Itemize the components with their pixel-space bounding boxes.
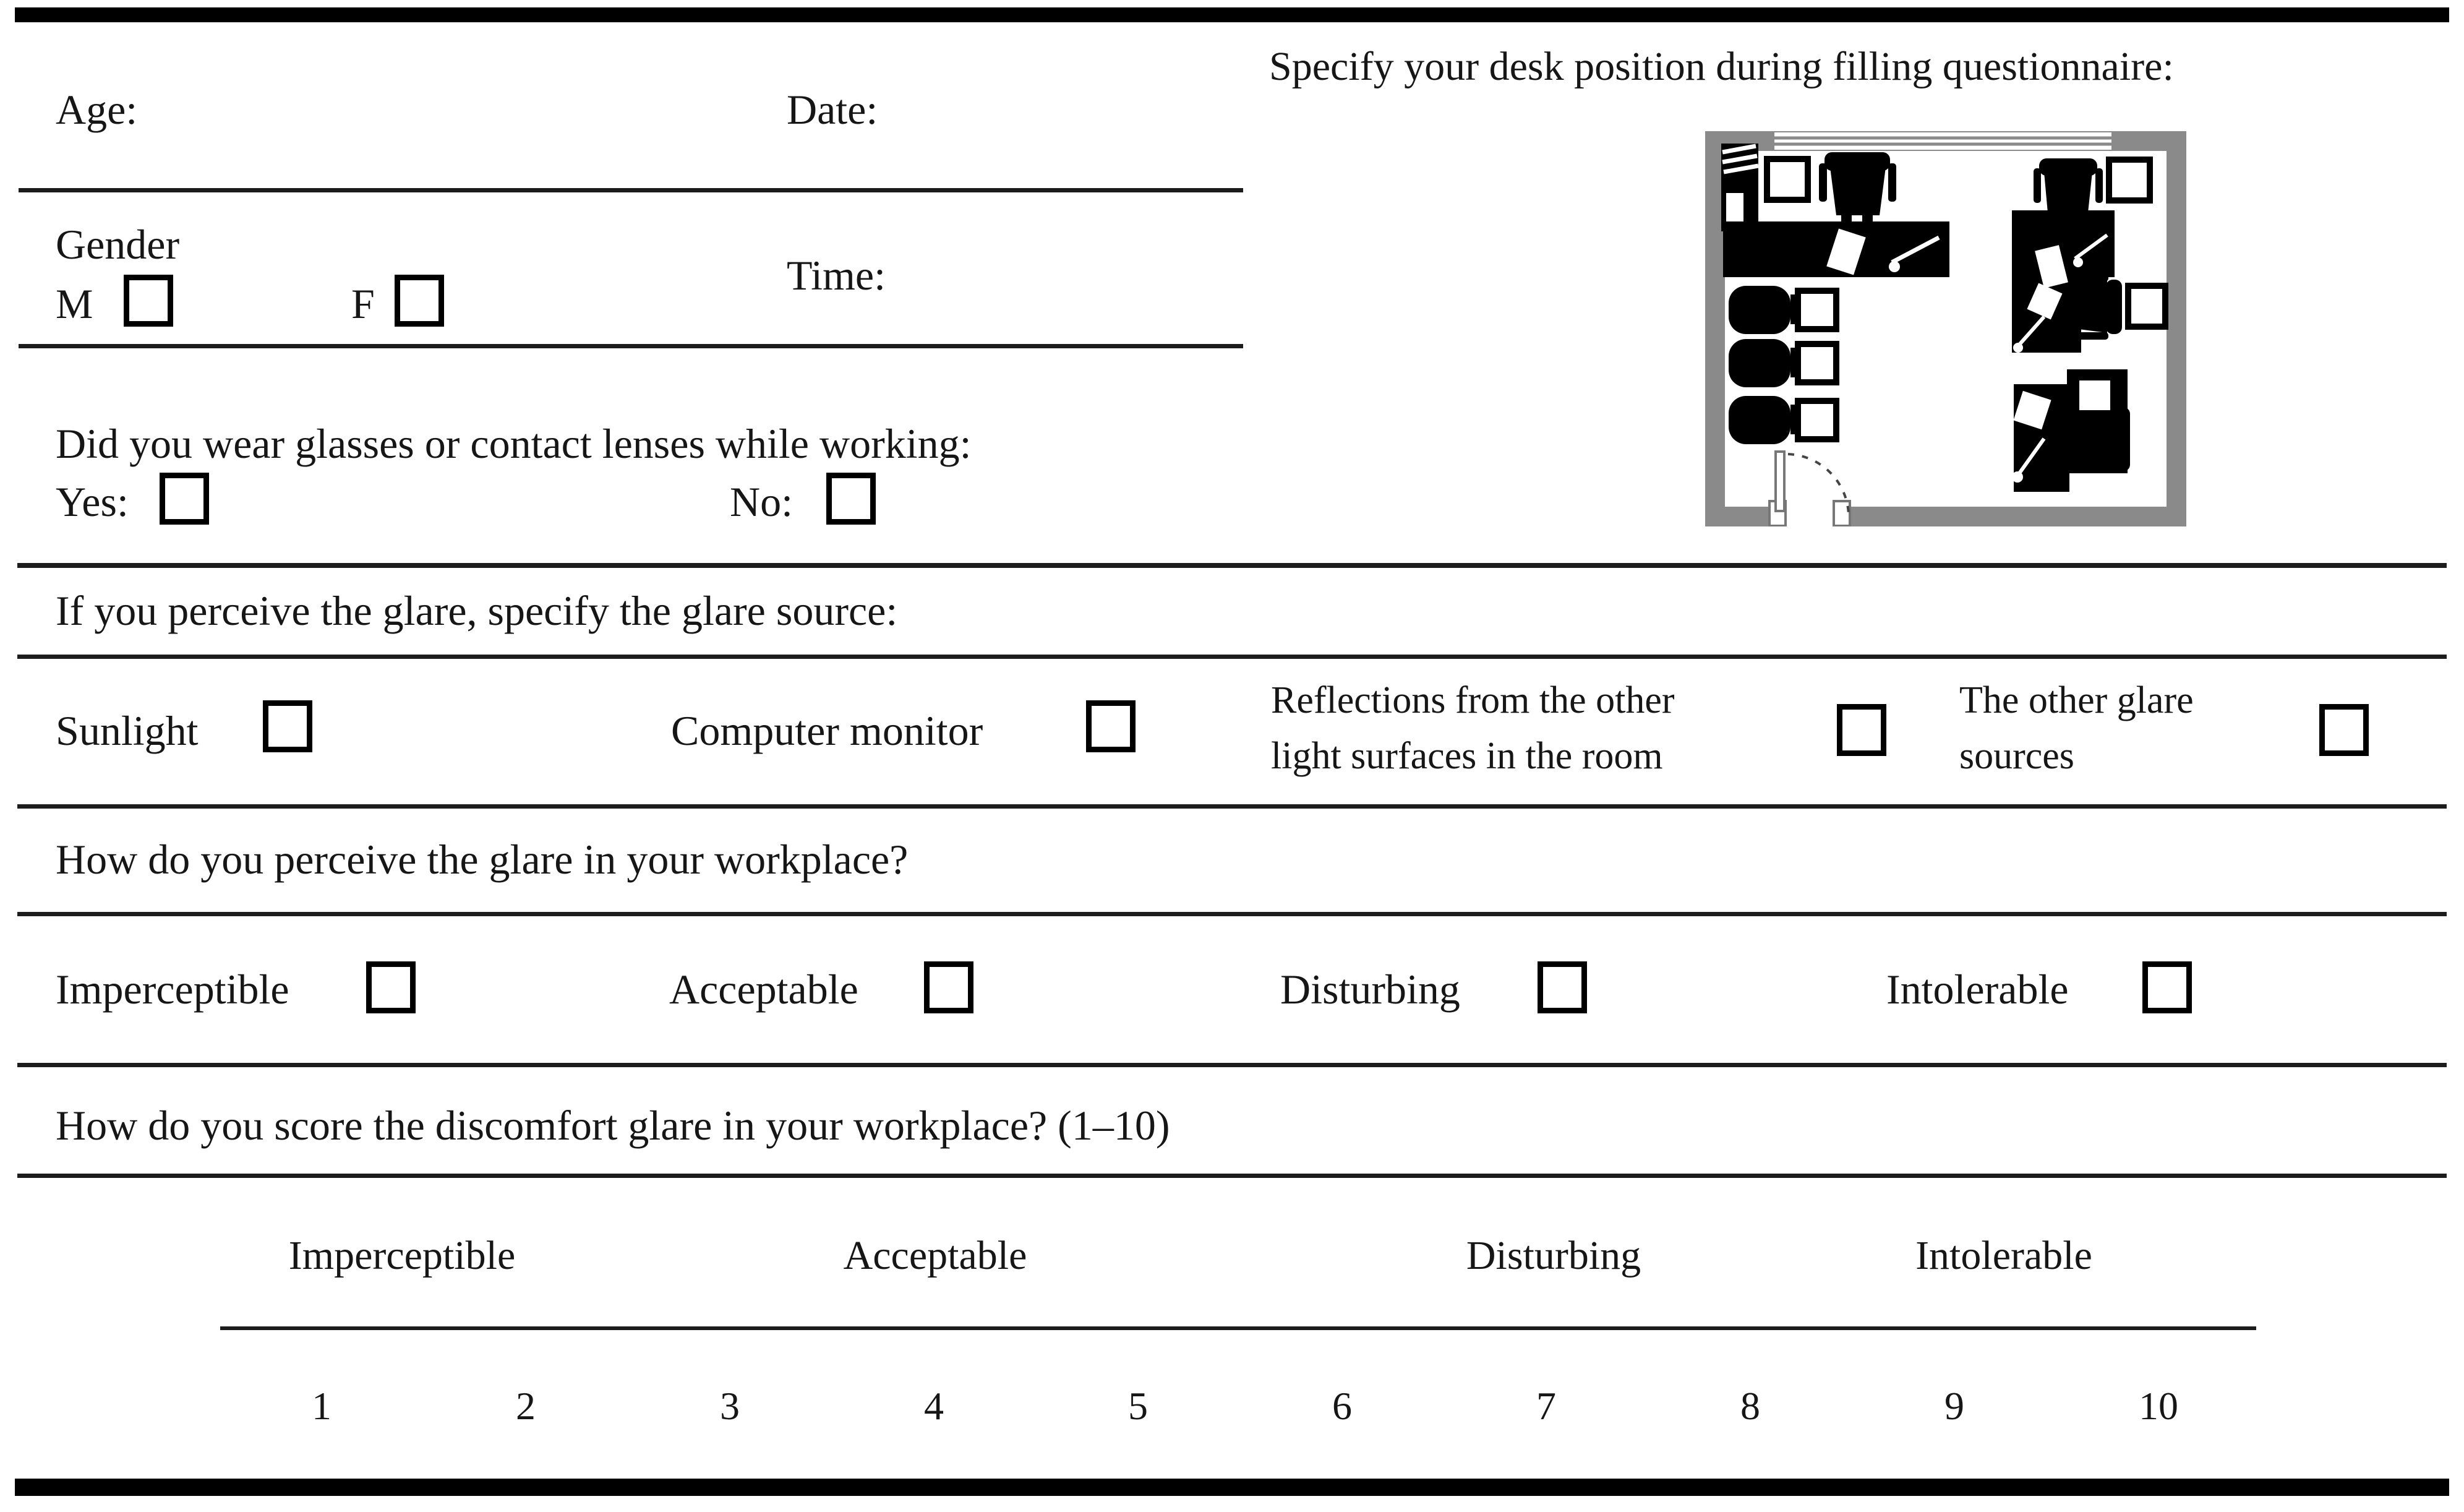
divider-age-row	[19, 188, 1243, 192]
option-disturbing-label: Disturbing	[1280, 966, 1460, 1013]
scale-number-8[interactable]: 8	[1740, 1384, 1760, 1428]
plan-chair-middleright	[2071, 274, 2122, 340]
age-label: Age:	[56, 86, 138, 133]
gender-male-label: M	[56, 280, 93, 327]
plan-cabinet	[1721, 144, 1759, 231]
scale-label-imperceptible: Imperceptible	[288, 1233, 516, 1278]
scale-number-2[interactable]: 2	[516, 1384, 536, 1428]
option-acceptable-label: Acceptable	[669, 966, 858, 1013]
plan-desk-topleft	[1723, 221, 1949, 277]
checkbox-imperceptible[interactable]	[366, 961, 416, 1013]
option-intolerable-label: Intolerable	[1886, 966, 2069, 1013]
gender-label: Gender	[56, 221, 180, 268]
plan-window	[1774, 132, 2111, 150]
plan-checkbox-2[interactable]	[2106, 157, 2153, 204]
checkbox-glasses-yes[interactable]	[160, 473, 209, 525]
scale-number-1[interactable]: 1	[312, 1384, 332, 1428]
glare-score-question: How do you score the discomfort glare in…	[56, 1102, 1170, 1149]
option-reflections-line1: Reflections from the other	[1271, 679, 1675, 721]
scale-label-disturbing: Disturbing	[1466, 1233, 1641, 1278]
divider-perceive-question	[17, 912, 2447, 916]
divider-perceive-options	[17, 1063, 2447, 1067]
checkbox-intolerable[interactable]	[2142, 961, 2192, 1013]
divider-gender-row	[19, 344, 1243, 348]
option-other-sources-line1: The other glare	[1959, 679, 2194, 721]
divider-top-section	[17, 563, 2447, 568]
divider-score-question	[17, 1174, 2447, 1178]
glare-source-question: If you perceive the glare, specify the g…	[56, 587, 898, 634]
plan-chairs-left	[1729, 286, 1797, 444]
checkbox-gender-male[interactable]	[124, 275, 173, 327]
checkbox-sunlight[interactable]	[263, 700, 312, 752]
scale-number-9[interactable]: 9	[1944, 1384, 1964, 1428]
top-border	[15, 7, 2449, 22]
checkbox-acceptable[interactable]	[924, 961, 973, 1013]
checkbox-reflections[interactable]	[1837, 704, 1886, 756]
divider-glare-source-question	[17, 655, 2447, 659]
plan-checkbox-3[interactable]	[2125, 283, 2168, 330]
checkbox-computer-monitor[interactable]	[1086, 700, 1136, 752]
gender-female-label: F	[351, 280, 375, 327]
option-other-sources-line2: sources	[1959, 734, 2074, 777]
scale-number-4[interactable]: 4	[924, 1384, 944, 1428]
option-reflections-line2: light surfaces in the room	[1271, 734, 1663, 777]
option-computer-monitor-label: Computer monitor	[671, 707, 983, 754]
checkbox-disturbing[interactable]	[1538, 961, 1587, 1013]
option-reflections-label: Reflections from the other light surface…	[1271, 673, 1675, 784]
plan-desk-right	[2012, 210, 2115, 353]
plan-checkbox-7[interactable]	[2073, 374, 2116, 416]
glasses-yes-label: Yes:	[56, 478, 129, 525]
divider-glare-source-options	[17, 804, 2447, 809]
glasses-no-label: No:	[730, 478, 793, 525]
option-other-sources-label: The other glare sources	[1959, 673, 2194, 784]
glasses-question: Did you wear glasses or contact lenses w…	[56, 420, 972, 467]
plan-checkbox-6[interactable]	[1795, 398, 1839, 442]
plan-checkbox-5[interactable]	[1795, 341, 1839, 385]
plan-door	[1768, 450, 1851, 526]
plan-chair-topright	[2034, 158, 2103, 213]
bottom-border	[15, 1479, 2449, 1496]
plan-chair-topleft	[1819, 152, 1896, 223]
scale-number-3[interactable]: 3	[720, 1384, 740, 1428]
option-sunlight-label: Sunlight	[56, 707, 199, 754]
checkbox-glasses-no[interactable]	[826, 473, 876, 525]
time-label: Time:	[787, 252, 886, 299]
scale-number-5[interactable]: 5	[1128, 1384, 1148, 1428]
scale-label-intolerable: Intolerable	[1915, 1233, 2092, 1278]
scale-number-7[interactable]: 7	[1536, 1384, 1556, 1428]
floor-plan-image	[1705, 131, 2186, 526]
glare-perception-question: How do you perceive the glare in your wo…	[56, 836, 909, 883]
scale-number-6[interactable]: 6	[1332, 1384, 1352, 1428]
date-label: Date:	[787, 86, 878, 133]
desk-position-question: Specify your desk position during fillin…	[1269, 44, 2174, 89]
scale-number-10[interactable]: 10	[2139, 1384, 2178, 1428]
plan-desk-bottomright	[2012, 369, 2130, 492]
option-imperceptible-label: Imperceptible	[56, 966, 289, 1013]
score-scale-line	[220, 1326, 2256, 1330]
scale-label-acceptable: Acceptable	[843, 1233, 1027, 1278]
plan-checkbox-4[interactable]	[1795, 288, 1839, 332]
plan-checkbox-1[interactable]	[1764, 156, 1811, 203]
checkbox-other-sources[interactable]	[2319, 704, 2369, 756]
checkbox-gender-female[interactable]	[395, 275, 444, 327]
